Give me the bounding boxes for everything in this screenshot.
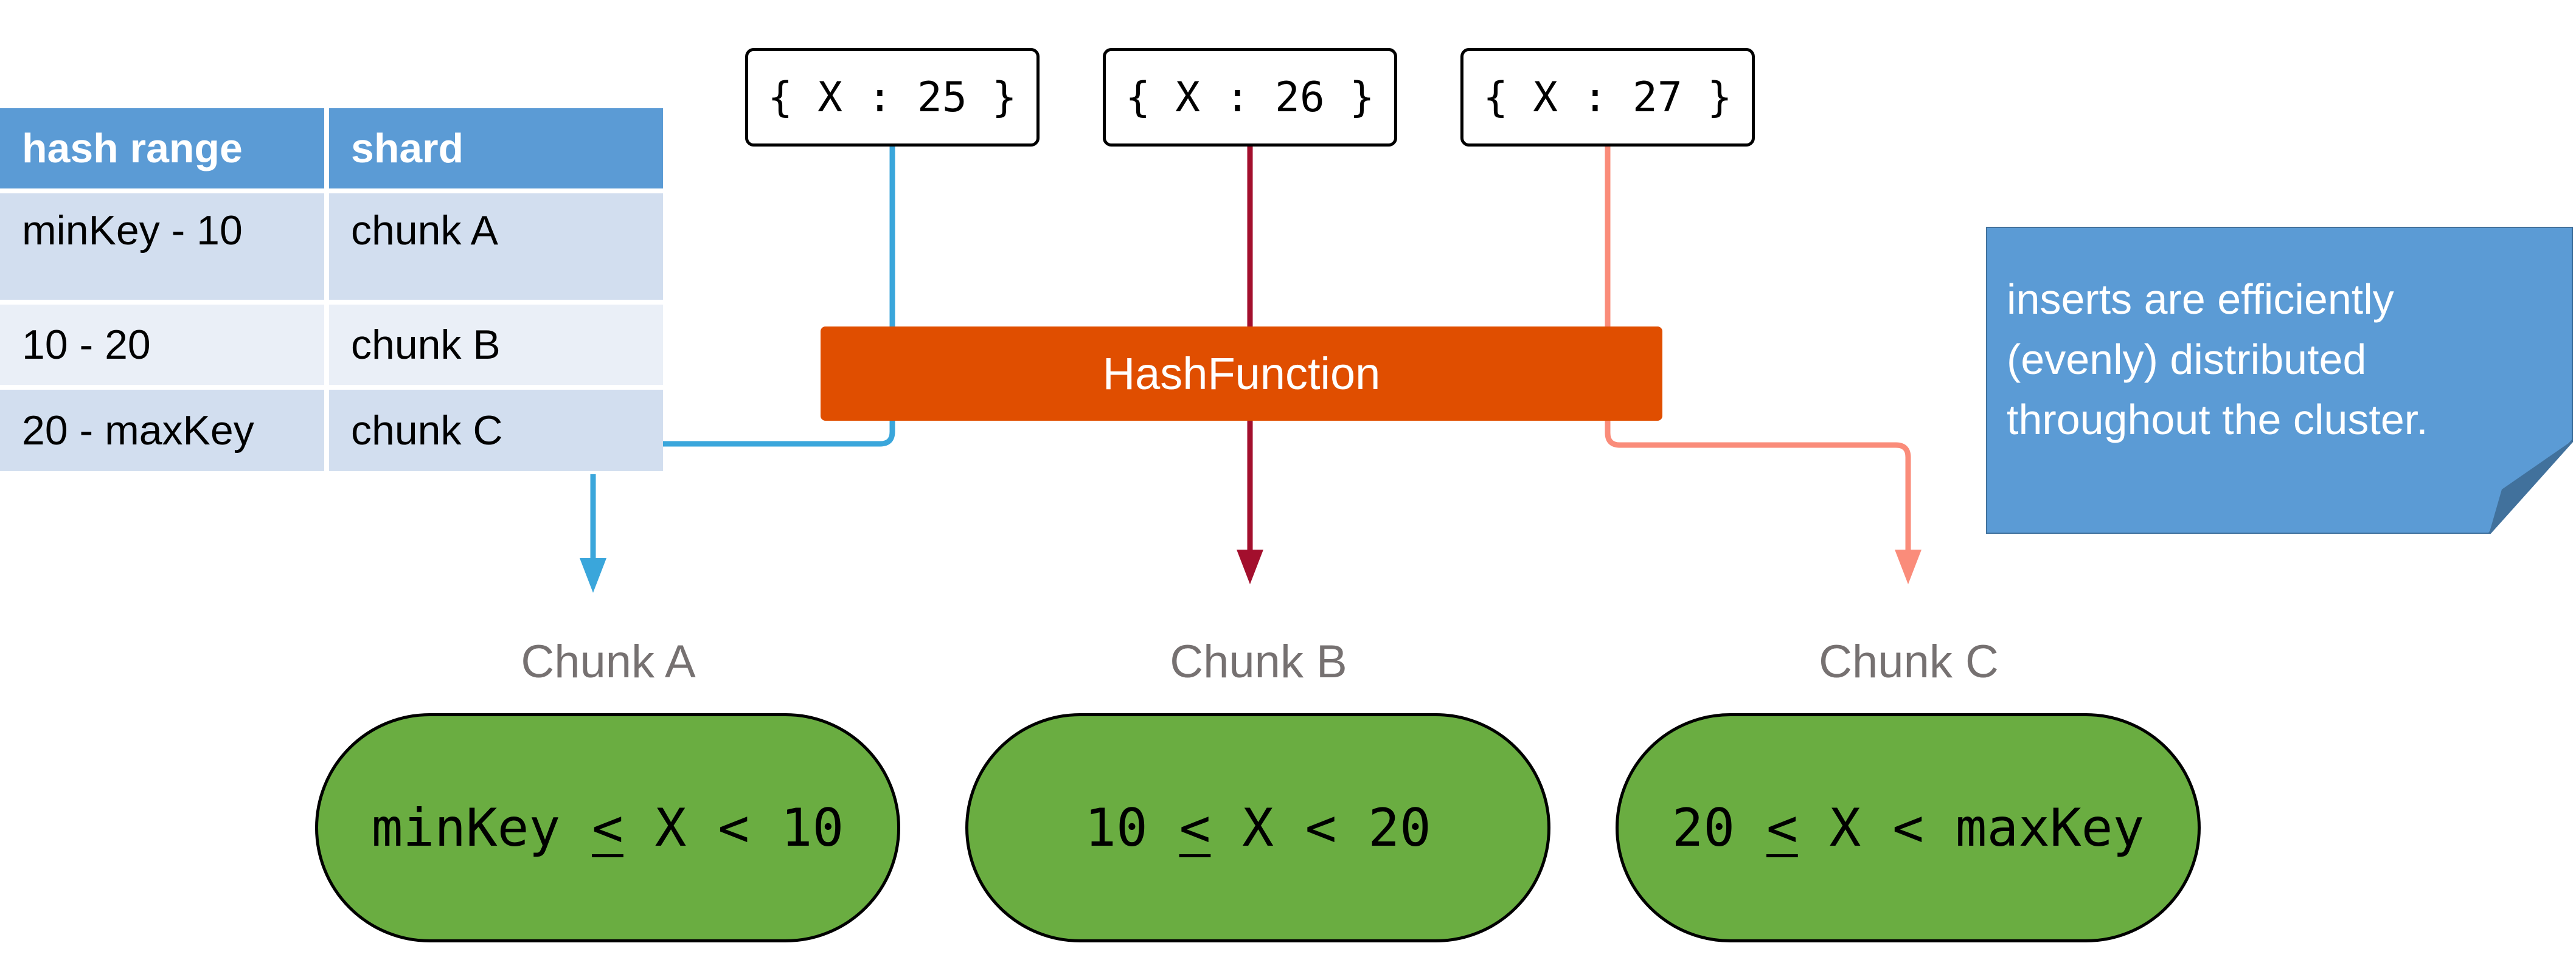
note-text: inserts are efficiently (evenly) distrib… xyxy=(2007,275,2428,443)
table-cell-shard-c: chunk C xyxy=(329,390,663,471)
table-cell-shard-b: chunk B xyxy=(329,305,663,385)
arrow-head-chunk-a xyxy=(580,558,606,593)
table-cell-shard-a: chunk A xyxy=(329,193,663,300)
hash-function-bar: HashFunction xyxy=(821,326,1662,421)
hash-range-table: hash range shard minKey - 10 chunk A 10 … xyxy=(0,108,663,471)
table-header-hash-range: hash range xyxy=(0,108,329,188)
chunk-c-range-left: 20 xyxy=(1672,797,1766,858)
chunk-b-range-left: 10 xyxy=(1085,797,1179,858)
chunk-b-range-right: X < 20 xyxy=(1210,797,1431,858)
chunk-c-range-op: < xyxy=(1766,797,1798,858)
chunk-a-range-op: < xyxy=(592,797,623,858)
chunk-a-range-right: X < 10 xyxy=(623,797,844,858)
route-line-doc-27 xyxy=(1605,147,1911,553)
note-folded-corner xyxy=(1986,227,2573,534)
table-cell-range-a: minKey - 10 xyxy=(0,193,329,300)
table-header-shard: shard xyxy=(329,108,663,188)
chunk-c-range-right: X < maxKey xyxy=(1797,797,2145,858)
chunk-b-range: 10 < X < 20 xyxy=(965,713,1550,942)
table-cell-range-b: 10 - 20 xyxy=(0,305,329,385)
chunk-a-range-left: minKey xyxy=(371,797,592,858)
chunk-c-range: 20 < X < maxKey xyxy=(1616,713,2201,942)
chunk-label-a: Chunk A xyxy=(521,636,696,688)
hash-function-label: HashFunction xyxy=(1102,348,1381,399)
chunk-a-range: minKey < X < 10 xyxy=(315,713,900,942)
chunk-label-b: Chunk B xyxy=(1170,636,1347,688)
chunk-b-range-op: < xyxy=(1179,797,1211,858)
document-box-x27: { X : 27 } xyxy=(1460,48,1755,147)
document-box-x25: { X : 25 } xyxy=(745,48,1040,147)
chunk-label-c: Chunk C xyxy=(1819,636,1999,688)
note-callout: inserts are efficiently (evenly) distrib… xyxy=(1986,227,2573,534)
arrow-head-chunk-c xyxy=(1895,550,1922,584)
table-cell-range-c: 20 - maxKey xyxy=(0,390,329,471)
arrow-head-chunk-b xyxy=(1237,550,1263,584)
document-box-x26: { X : 26 } xyxy=(1103,48,1397,147)
